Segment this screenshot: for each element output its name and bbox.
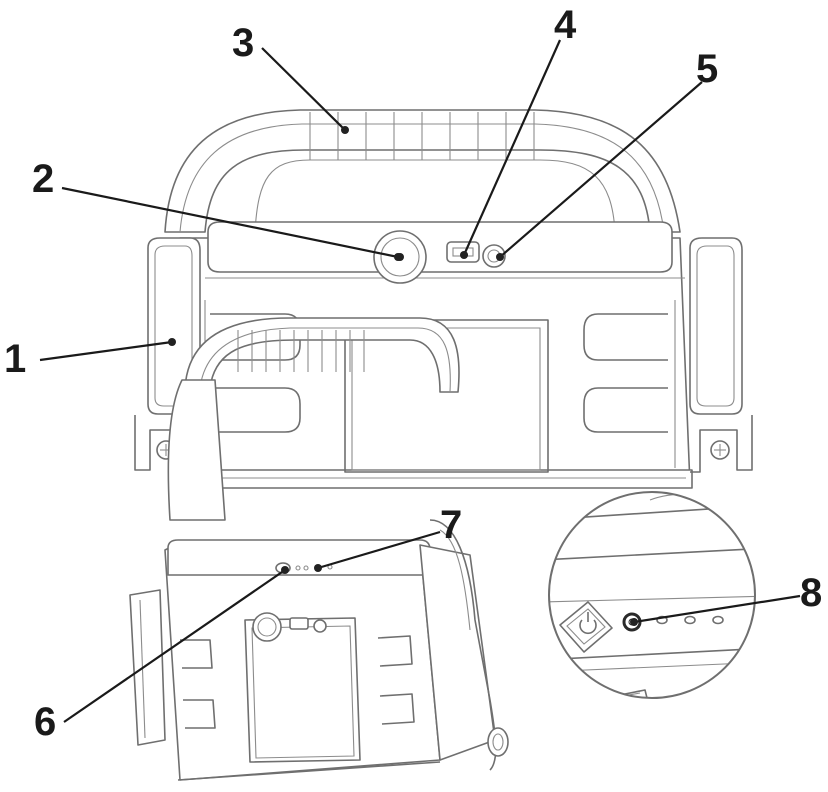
leader-1-dot — [168, 338, 176, 346]
side-grip-right — [689, 237, 753, 473]
handle-grip-ribs — [309, 112, 535, 160]
leader-2-dot — [394, 253, 402, 261]
callout-4: 4 — [554, 3, 577, 47]
leader-7 — [317, 530, 441, 570]
callout-7: 7 — [440, 503, 462, 547]
callout-3: 3 — [232, 21, 254, 65]
leader-6-dot — [281, 566, 289, 574]
detail-inset — [548, 491, 756, 699]
callout-2: 2 — [32, 157, 54, 201]
leader-6 — [63, 569, 286, 723]
callout-8: 8 — [800, 571, 822, 615]
leader-5 — [499, 81, 703, 258]
callout-1: 1 — [4, 337, 26, 381]
leader-2 — [61, 186, 399, 259]
front-view — [134, 109, 753, 489]
leader-lines — [39, 39, 801, 723]
carry-handle — [164, 109, 681, 233]
leader-3-dot — [341, 126, 349, 134]
perspective-view — [129, 317, 509, 781]
leader-1 — [39, 340, 173, 362]
callout-5: 5 — [696, 47, 718, 91]
leader-8-dot — [630, 618, 638, 626]
callout-labels: 1 2 3 4 5 6 7 8 — [4, 3, 822, 744]
callout-6: 6 — [34, 700, 56, 744]
leader-7-dot — [314, 564, 322, 572]
perspective-handle-ribs — [237, 330, 365, 372]
leader-3 — [261, 47, 346, 131]
leader-8 — [633, 594, 801, 624]
leader-4-dot — [460, 251, 468, 259]
leader-4 — [462, 39, 562, 256]
leader-5-dot — [496, 253, 504, 261]
power-button-detail — [559, 601, 613, 653]
